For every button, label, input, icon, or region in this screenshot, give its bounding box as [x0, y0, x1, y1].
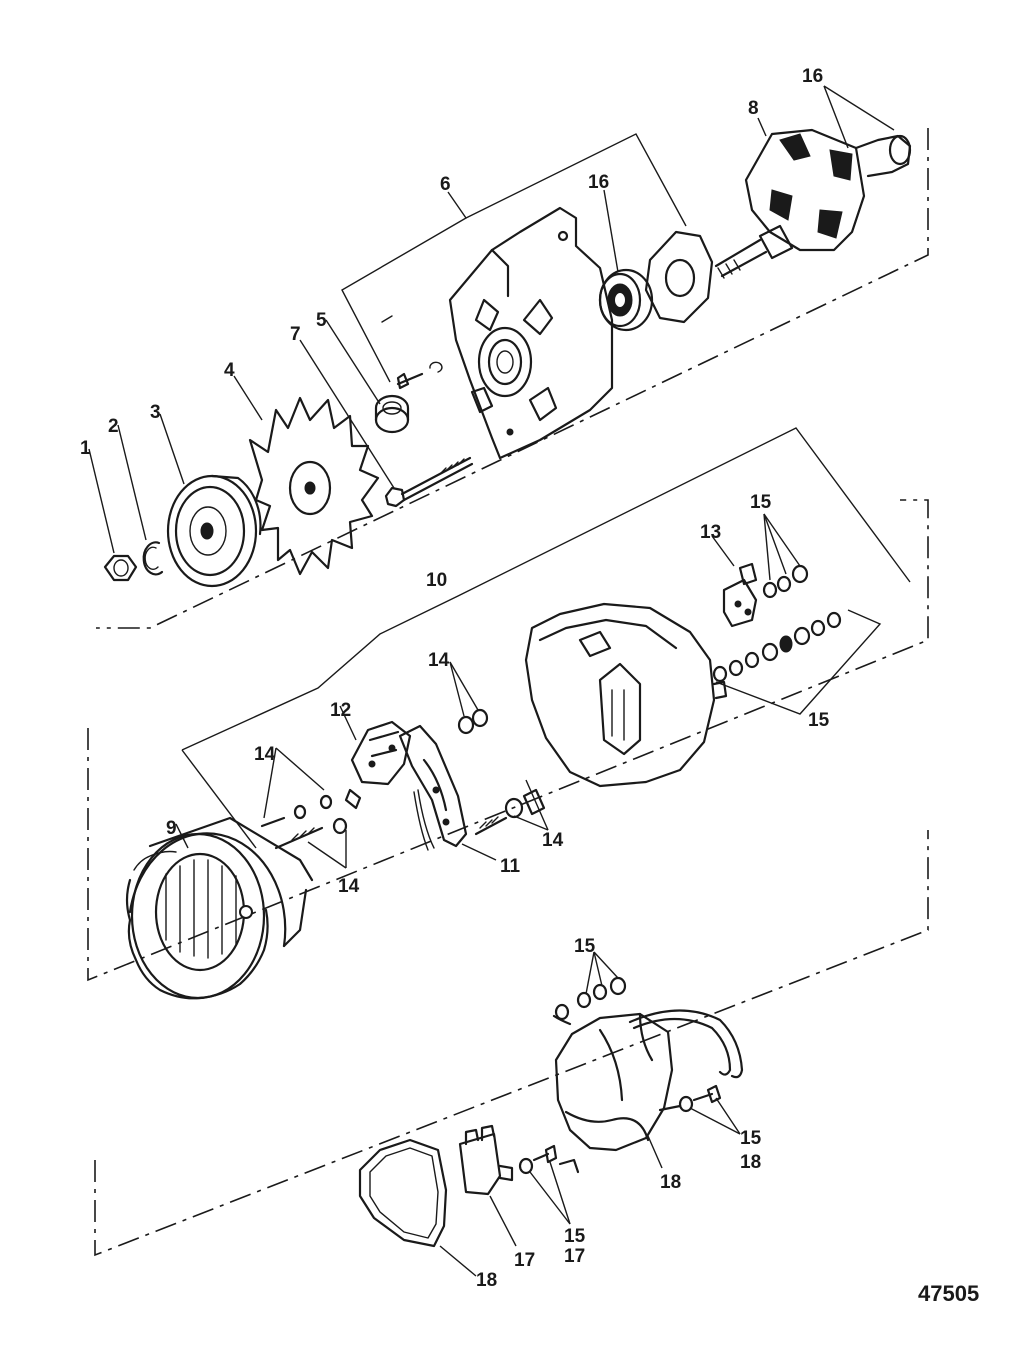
callout-15-b: 15 — [808, 710, 830, 731]
callout-8: 8 — [748, 98, 759, 119]
callout-5: 5 — [316, 310, 327, 331]
callout-labels: 1 2 3 4 5 6 7 8 9 10 11 12 13 14 14 14 1… — [80, 66, 830, 1291]
diode-trio-heat-sink — [398, 724, 468, 851]
rectifier-bridge — [344, 720, 412, 810]
spacer — [374, 394, 410, 434]
figure-number: 47505 — [918, 1281, 979, 1306]
callout-16-a: 16 — [802, 66, 823, 87]
callout-14-a: 14 — [428, 650, 450, 671]
drive-end-frame — [429, 206, 614, 460]
callout-18-c: 18 — [476, 1270, 497, 1291]
fan — [248, 396, 380, 576]
assembly-boundaries — [87, 128, 929, 1257]
callout-9: 9 — [166, 818, 177, 839]
callout-15-a: 15 — [750, 492, 772, 513]
callout-15-d: 15 — [740, 1128, 762, 1149]
gasket — [358, 1138, 448, 1248]
callout-15-e: 15 — [564, 1226, 586, 1247]
callout-11: 11 — [500, 856, 521, 877]
callout-17-b: 17 — [564, 1246, 585, 1267]
callout-14-c: 14 — [542, 830, 564, 851]
callout-2: 2 — [108, 416, 119, 437]
rotor — [714, 128, 912, 279]
through-bolt — [381, 315, 474, 508]
retaining-ring — [142, 541, 164, 576]
stator — [125, 816, 314, 1000]
regulator-housing — [552, 1003, 744, 1152]
small-screw — [396, 372, 424, 390]
leader-lines — [88, 85, 911, 1277]
terminal — [722, 562, 758, 628]
slip-ring-end-frame — [524, 602, 728, 788]
callout-16-b: 16 — [588, 172, 609, 193]
callout-18-b: 18 — [660, 1172, 681, 1193]
callout-14-b: 14 — [254, 744, 276, 765]
hardware-group-15-upper — [712, 564, 842, 683]
callout-7: 7 — [290, 324, 301, 345]
nut — [103, 554, 138, 582]
callout-3: 3 — [150, 402, 161, 423]
callout-1: 1 — [80, 438, 91, 459]
pulley — [166, 474, 262, 588]
callout-14-d: 14 — [338, 876, 360, 897]
hardware-group-15-lower — [518, 976, 722, 1175]
callout-15-c: 15 — [574, 936, 596, 957]
bearing — [598, 268, 654, 332]
bearing-retainer-plate — [644, 230, 714, 324]
callout-12: 12 — [330, 700, 351, 721]
brush-holder — [458, 1124, 580, 1196]
callout-10: 10 — [426, 570, 447, 591]
callout-4: 4 — [224, 360, 235, 381]
callout-17-a: 17 — [514, 1250, 535, 1271]
callout-13: 13 — [700, 522, 721, 543]
callout-18-a: 18 — [740, 1152, 761, 1173]
callout-6: 6 — [440, 174, 451, 195]
